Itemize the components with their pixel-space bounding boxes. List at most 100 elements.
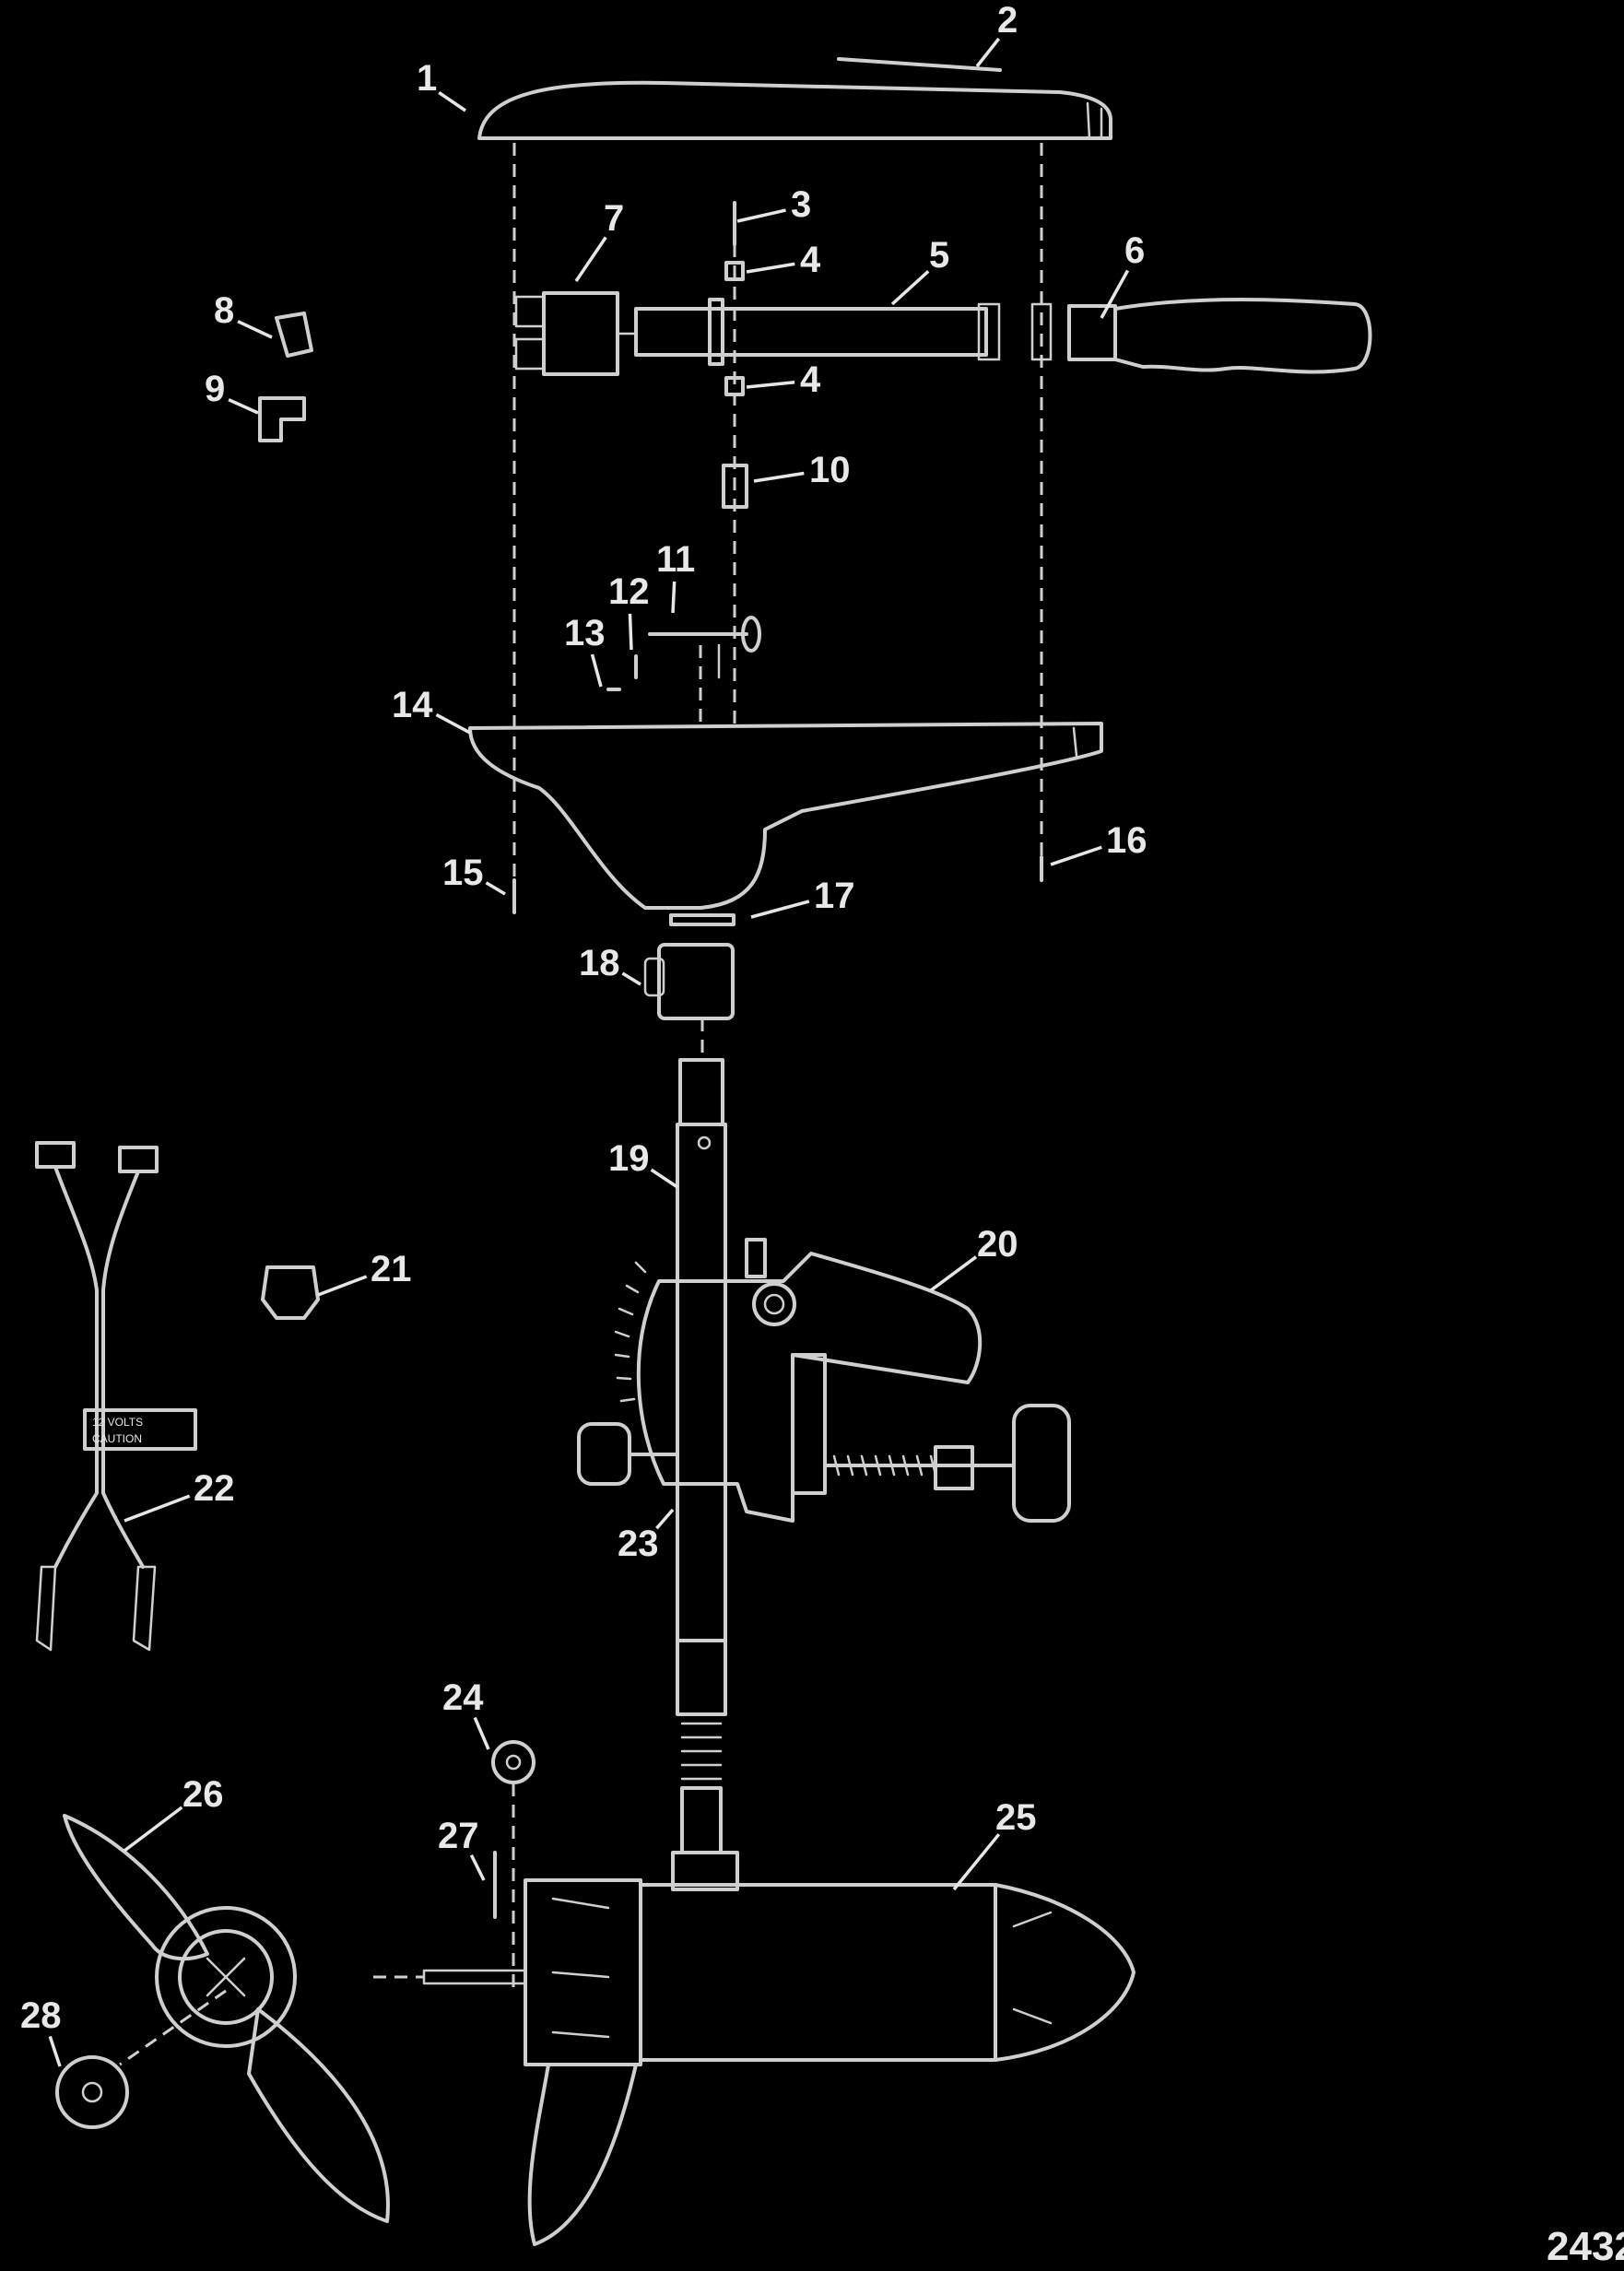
part-2-strip <box>837 57 1002 72</box>
callout-leader <box>975 37 1001 68</box>
callout-number: 5 <box>929 235 949 276</box>
callout-c11: 11 <box>656 539 695 614</box>
callout-leader <box>574 236 607 282</box>
callout-c18: 18 <box>579 943 641 986</box>
callout-leader <box>485 881 506 896</box>
part-28-prop-nut <box>55 2055 129 2129</box>
callout-c28: 28 <box>20 1995 62 2067</box>
callout-c7: 7 <box>574 198 624 282</box>
callout-number: 21 <box>371 1249 412 1289</box>
callout-leader <box>1100 269 1130 319</box>
warning-label-line1: 12 VOLTS <box>92 1416 143 1429</box>
callout-c14: 14 <box>392 685 471 735</box>
callout-leader <box>746 381 795 389</box>
callout-leader <box>590 653 603 688</box>
callout-number: 19 <box>608 1138 650 1179</box>
callout-leader <box>736 208 786 223</box>
part-14-lower-housing <box>468 722 1103 910</box>
callout-number: 15 <box>442 853 484 893</box>
part-19-shaft <box>676 1058 727 1854</box>
callout-number: 11 <box>656 539 695 580</box>
callout-number: 27 <box>438 1816 479 1856</box>
callout-leader <box>952 1833 1001 1891</box>
callout-leader <box>435 712 471 735</box>
figure-number: 2432 <box>1547 2224 1624 2269</box>
callout-leader <box>650 1168 678 1189</box>
callout-c4b: 4 <box>746 359 821 400</box>
callout-leader <box>628 613 633 651</box>
part-4-nut-upper <box>724 261 745 281</box>
part-17-washer <box>669 913 736 926</box>
callout-number: 7 <box>604 198 624 239</box>
callout-c5: 5 <box>890 235 949 306</box>
callout-number: 14 <box>392 685 433 725</box>
callout-leader <box>123 1806 183 1853</box>
callout-number: 2 <box>997 0 1018 41</box>
callout-number: 18 <box>579 943 620 983</box>
callout-leader <box>671 581 677 614</box>
callout-number: 24 <box>442 1677 484 1718</box>
callout-number: 23 <box>618 1524 659 1564</box>
callout-number: 6 <box>1124 230 1145 271</box>
callout-number: 4 <box>800 240 821 280</box>
callout-number: 25 <box>995 1797 1037 1838</box>
callout-c25: 25 <box>952 1797 1037 1891</box>
callout-number: 22 <box>194 1468 235 1509</box>
part-9-bracket <box>258 396 306 442</box>
callout-number: 13 <box>564 613 606 653</box>
callout-leader <box>746 262 795 274</box>
callout-leader <box>621 971 641 986</box>
callout-c12: 12 <box>608 571 650 651</box>
callout-c9: 9 <box>205 369 259 415</box>
callout-leader <box>473 1716 490 1750</box>
part-26-propeller <box>63 1814 390 2223</box>
callout-leader <box>124 1494 191 1523</box>
callout-c24: 24 <box>442 1677 490 1750</box>
callout-leader <box>438 90 466 112</box>
part-18-collar <box>643 943 735 1020</box>
callout-c22: 22 <box>124 1468 235 1523</box>
callout-leader <box>48 2035 62 2067</box>
callout-c3: 3 <box>736 184 811 225</box>
callout-c6: 6 <box>1100 230 1145 319</box>
assembly-lines <box>119 143 1043 2066</box>
callout-number: 1 <box>417 58 437 99</box>
callout-leader <box>890 269 930 306</box>
callout-c2: 2 <box>975 0 1018 68</box>
callout-c20: 20 <box>929 1224 1018 1292</box>
callout-c17: 17 <box>750 876 855 919</box>
part-23-tilt-knob <box>577 1422 679 1486</box>
part-20-clamp-bracket <box>614 1238 983 1523</box>
part-24-anode <box>491 1740 535 1784</box>
part-4-nut-lower <box>724 376 745 396</box>
part-21-connector <box>261 1265 320 1320</box>
callout-leader <box>753 471 805 483</box>
callout-c15: 15 <box>442 853 506 896</box>
callout-c8: 8 <box>214 290 273 339</box>
callout-c10: 10 <box>753 450 851 490</box>
callout-number: 12 <box>608 571 650 612</box>
callout-leader <box>317 1275 368 1297</box>
part-5-tiller-tube <box>634 298 1053 366</box>
callout-number: 10 <box>809 450 851 490</box>
callout-leader <box>469 1853 486 1881</box>
part-6-tiller-grip <box>1067 298 1372 374</box>
callout-number: 4 <box>800 359 821 400</box>
callout-c16: 16 <box>1050 820 1147 866</box>
callout-c21: 21 <box>317 1249 412 1297</box>
callout-c1: 1 <box>417 58 466 112</box>
callout-leader <box>929 1255 978 1292</box>
part-8-clip <box>275 312 313 358</box>
part-7-switch <box>514 291 638 376</box>
warning-label-line2: CAUTION <box>92 1432 142 1445</box>
callout-number: 20 <box>977 1224 1018 1265</box>
callout-number: 9 <box>205 369 225 409</box>
callout-c23: 23 <box>618 1508 675 1564</box>
callout-number: 17 <box>814 876 855 916</box>
callout-number: 26 <box>182 1774 224 1815</box>
part-11-knob-shaft <box>648 616 761 679</box>
part-1-top-cover <box>477 80 1112 140</box>
callout-c19: 19 <box>608 1138 678 1189</box>
